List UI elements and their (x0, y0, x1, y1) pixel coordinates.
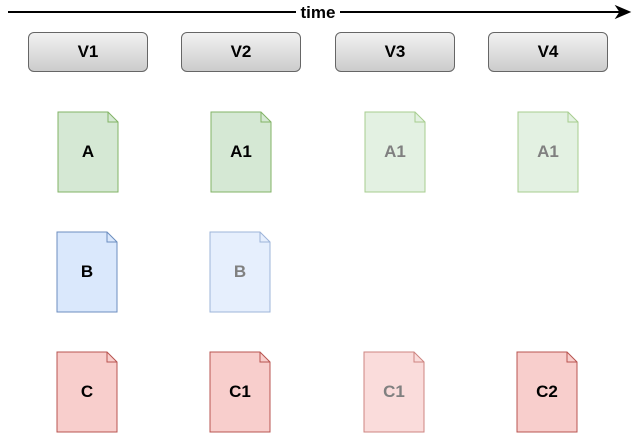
time-label: time (296, 3, 340, 23)
file-doc-v3-a1: A1 (364, 111, 426, 193)
document-body (209, 351, 271, 433)
file-label: A1 (384, 142, 406, 161)
file-label: B (233, 262, 247, 281)
file-label: C (80, 382, 94, 401)
document-body (517, 111, 579, 193)
document-icon (516, 351, 578, 433)
document-fold (259, 352, 270, 363)
document-fold (259, 232, 270, 243)
document-icon (209, 351, 271, 433)
document-fold (413, 352, 424, 363)
document-icon (209, 231, 271, 313)
file-doc-v4-a1: A1 (517, 111, 579, 193)
file-doc-v2-c1: C1 (209, 351, 271, 433)
document-fold (106, 352, 117, 363)
file-label: C1 (229, 382, 251, 401)
document-body (364, 111, 426, 193)
document-body (209, 231, 271, 313)
version-header-v2: V2 (181, 32, 301, 72)
document-body (210, 111, 272, 193)
document-icon (210, 111, 272, 193)
version-header-v4: V4 (488, 32, 608, 72)
document-fold (414, 112, 425, 123)
version-header-v3: V3 (335, 32, 455, 72)
file-doc-v2-a1: A1 (210, 111, 272, 193)
document-body (57, 111, 119, 193)
document-body (56, 231, 118, 313)
file-label: C1 (383, 382, 405, 401)
document-icon (517, 111, 579, 193)
file-doc-v3-c1: C1 (363, 351, 425, 433)
document-icon (56, 351, 118, 433)
file-doc-v1-c: C (56, 351, 118, 433)
document-body (56, 351, 118, 433)
document-body (363, 351, 425, 433)
file-label: A1 (230, 142, 252, 161)
document-icon (57, 111, 119, 193)
document-icon (56, 231, 118, 313)
document-fold (566, 352, 577, 363)
document-fold (567, 112, 578, 123)
document-fold (106, 232, 117, 243)
file-doc-v1-a: A (57, 111, 119, 193)
file-label: A (81, 142, 95, 161)
file-doc-v2-b: B (209, 231, 271, 313)
document-fold (260, 112, 271, 123)
version-header-v1: V1 (28, 32, 148, 72)
document-icon (364, 111, 426, 193)
file-doc-v4-c2: C2 (516, 351, 578, 433)
file-doc-v1-b: B (56, 231, 118, 313)
file-label: B (80, 262, 94, 281)
file-label: A1 (537, 142, 559, 161)
file-label: C2 (536, 382, 558, 401)
document-body (516, 351, 578, 433)
document-fold (107, 112, 118, 123)
document-icon (363, 351, 425, 433)
